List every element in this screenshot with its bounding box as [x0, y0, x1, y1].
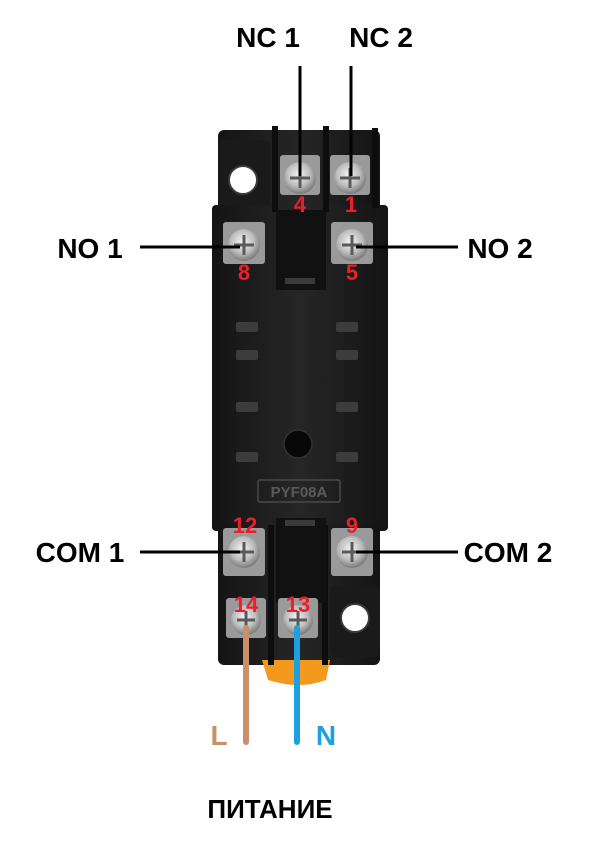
label-l: L	[210, 720, 227, 751]
terminal-number-9: 9	[346, 513, 358, 538]
label-com2: COM 2	[464, 537, 553, 568]
label-no2: NO 2	[467, 233, 532, 264]
terminal-number-13: 13	[286, 592, 310, 617]
terminal-12-screw	[223, 528, 265, 576]
model-marking: PYF08A	[271, 484, 328, 501]
mounting-hole-bottom	[340, 603, 370, 633]
terminal-number-4: 4	[294, 192, 307, 217]
label-nc1: NC 1	[236, 22, 300, 53]
label-no1: NO 1	[57, 233, 122, 264]
label-power: ПИТАНИЕ	[207, 794, 332, 824]
terminal-8-screw	[223, 222, 265, 264]
mounting-hole-top	[228, 165, 258, 195]
label-nc2: NC 2	[349, 22, 413, 53]
terminal-number-8: 8	[238, 260, 250, 285]
terminal-13-screw	[278, 598, 318, 638]
label-com1: COM 1	[36, 537, 125, 568]
terminal-5-screw	[331, 222, 373, 264]
terminal-number-1: 1	[345, 192, 357, 217]
terminal-number-14: 14	[234, 592, 259, 617]
terminal-14-screw	[226, 598, 266, 638]
terminal-number-12: 12	[233, 513, 257, 538]
terminal-numbers: 4 1 8 5 12 9 14 13	[233, 192, 358, 617]
label-n: N	[316, 720, 336, 751]
terminal-number-5: 5	[346, 260, 358, 285]
leader-lines	[140, 66, 458, 554]
